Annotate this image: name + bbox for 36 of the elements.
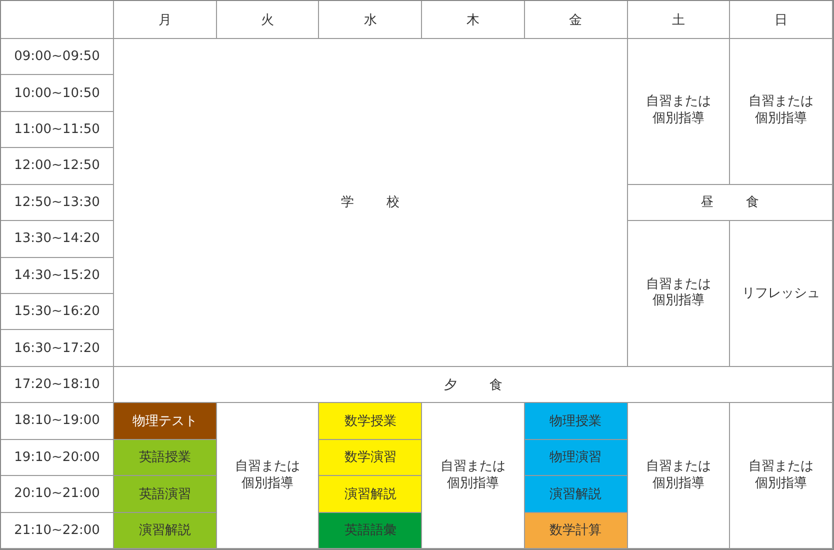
schedule-entry: 物理授業	[524, 403, 628, 440]
schedule-entry: 昼食	[628, 184, 833, 222]
schedule-entry: 英語授業	[114, 440, 217, 476]
day-header: 土	[628, 1, 730, 39]
time-slot: 10:00~10:50	[1, 75, 114, 112]
schedule-entry: 演習解説	[524, 476, 628, 513]
day-header: 火	[216, 1, 320, 39]
day-header: 木	[422, 1, 525, 39]
schedule-entry: リフレッシュ	[730, 221, 833, 367]
time-slot: 16:30~17:20	[1, 330, 114, 367]
day-header: 日	[730, 1, 833, 39]
day-header: 水	[319, 1, 422, 39]
schedule-entry: 数学授業	[319, 403, 422, 440]
time-slot: 09:00~09:50	[1, 39, 114, 76]
time-slot: 15:30~16:20	[1, 294, 114, 330]
schedule-entry: 数学計算	[524, 512, 628, 549]
time-slot: 14:30~15:20	[1, 258, 114, 294]
schedule-entry: 自習または個別指導	[730, 403, 833, 549]
schedule-entry: 数学演習	[319, 440, 422, 476]
schedule-entry: 物理演習	[524, 440, 628, 476]
schedule-entry: 自習または個別指導	[730, 39, 833, 185]
schedule-entry: 演習解説	[114, 512, 217, 549]
day-header: 金	[524, 1, 628, 39]
schedule-entry: 自習または個別指導	[628, 221, 730, 367]
time-slot: 11:00~11:50	[1, 112, 114, 148]
time-slot: 12:50~13:30	[1, 184, 114, 222]
time-slot: 13:30~14:20	[1, 221, 114, 258]
schedule-entry: 自習または個別指導	[628, 39, 730, 185]
schedule-entry: 英語演習	[114, 476, 217, 513]
schedule-entry: 英語語彙	[319, 512, 422, 549]
time-slot: 12:00~12:50	[1, 148, 114, 185]
schedule-entry: 物理テスト	[114, 403, 217, 440]
day-header: 月	[114, 1, 217, 39]
schedule-entry: 演習解説	[319, 476, 422, 513]
schedule-entry: 学校	[114, 39, 628, 367]
time-slot: 17:20~18:10	[1, 366, 114, 404]
